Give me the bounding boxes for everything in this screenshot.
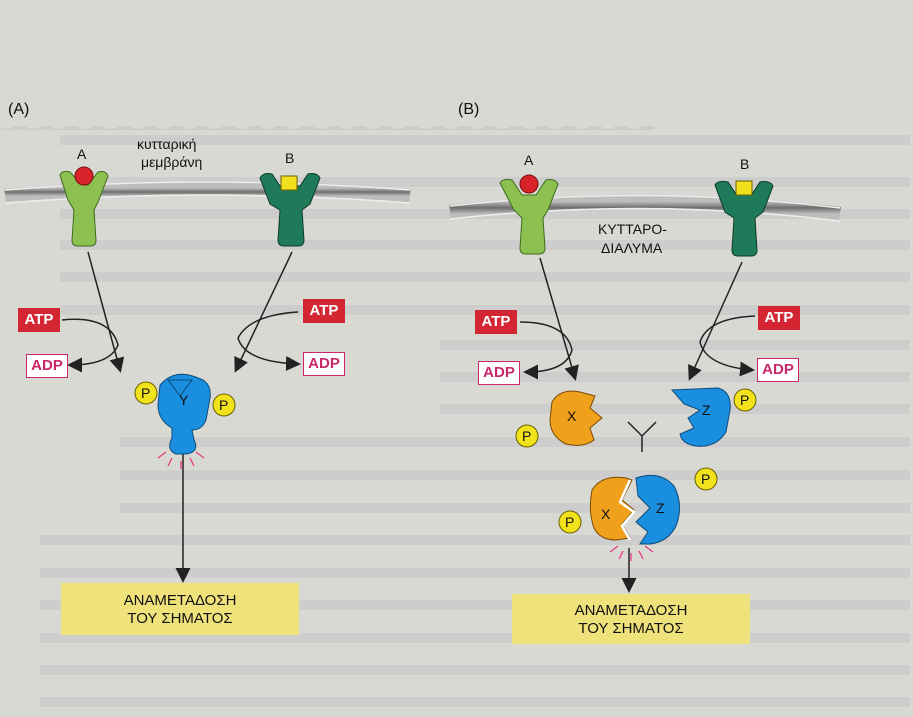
output-b-line1: ΑΝΑΜΕΤΑΔΟΣΗ — [574, 602, 688, 619]
phosphate-letter-a1: P — [141, 385, 151, 401]
atp-box-a2: ATP — [303, 299, 345, 323]
phosphate-letter-b4: P — [701, 471, 711, 487]
output-box-a: ΑΝΑΜΕΤΑΔΟΣΗ ΤΟΥ ΣΗΜΑΤΟΣ — [61, 583, 299, 635]
receptor-b-right — [714, 180, 774, 257]
phosphate-b2 — [733, 388, 757, 412]
receptor-a-letter-left: A — [77, 146, 87, 162]
receptor-a-right — [499, 174, 559, 255]
atp-box-b1: ATP — [475, 310, 517, 334]
cytoplasm-label-line1: ΚΥΤΤΑΡΟ- — [598, 221, 667, 237]
adp-box-a2: ADP — [303, 352, 345, 376]
activity-rays-b — [609, 545, 654, 561]
receptor-b-letter-left: B — [285, 150, 295, 166]
adp-box-b1: ADP — [478, 361, 520, 385]
atp-adp-arrow-b1 — [519, 321, 573, 380]
atp-box-b2: ATP — [758, 306, 800, 330]
adp-box-b2: ADP — [757, 358, 799, 382]
linker-y-shape — [627, 421, 657, 452]
membrane-label-line1: κυτταρική — [137, 136, 197, 152]
membrane-right — [449, 194, 841, 221]
activity-rays-a — [157, 451, 205, 469]
phosphate-letter-b3: P — [565, 514, 575, 530]
enzyme-x — [549, 390, 603, 446]
atp-box-a1: ATP — [18, 308, 60, 332]
enzyme-y — [157, 373, 211, 455]
cytoplasm-label-line2: ΔΙΑΛΥΜΑ — [601, 240, 663, 256]
enzyme-z — [670, 387, 731, 447]
atp-adp-arrow-b2 — [699, 315, 756, 377]
enzyme-x-letter: X — [567, 408, 577, 424]
membrane-left — [4, 181, 411, 203]
arrow-b1 — [539, 257, 579, 381]
output-b-line2: ΤΟΥ ΣΗΜΑΤΟΣ — [578, 620, 684, 637]
panel-label-b: (B) — [458, 101, 480, 118]
panel-label-a: (A) — [8, 101, 30, 118]
adp-box-a1: ADP — [26, 354, 68, 378]
phosphate-b3 — [558, 510, 582, 534]
phosphate-letter-a2: P — [219, 397, 229, 413]
receptor-b-letter-right: B — [740, 156, 750, 172]
complex-xz — [589, 474, 680, 545]
atp-adp-arrow-a2 — [237, 311, 301, 372]
complex-x-letter: X — [601, 506, 611, 522]
enzyme-y-letter: Y — [179, 392, 189, 408]
receptor-b-left — [259, 173, 321, 247]
receptor-a-letter-right: A — [524, 152, 534, 168]
phosphate-b1 — [515, 424, 539, 448]
phosphate-letter-b1: P — [522, 428, 532, 444]
phosphate-a1 — [134, 381, 158, 405]
receptor-a-left — [59, 166, 109, 247]
membrane-label-line2: μεμβράνη — [141, 154, 203, 170]
complex-z-letter: Z — [656, 500, 665, 516]
phosphate-a2 — [212, 393, 236, 417]
phosphate-letter-b2: P — [740, 392, 750, 408]
atp-adp-arrow-a1 — [61, 318, 119, 373]
output-a-line1: ΑΝΑΜΕΤΑΔΟΣΗ — [123, 592, 237, 609]
output-a-line2: ΤΟΥ ΣΗΜΑΤΟΣ — [127, 610, 233, 627]
background-text-line: ▁▂▁▂▁▂▁▂▁▂▁▂▁▂▁▂▁▂▁▂▁▂▁▂▁▂▁▂▁▂▁▂▁▂▁▂▁▂▁▂… — [0, 112, 654, 130]
enzyme-z-letter: Z — [702, 402, 711, 418]
arrow-b2 — [688, 261, 743, 381]
output-box-b: ΑΝΑΜΕΤΑΔΟΣΗ ΤΟΥ ΣΗΜΑΤΟΣ — [512, 594, 750, 644]
phosphate-b4 — [694, 467, 718, 491]
